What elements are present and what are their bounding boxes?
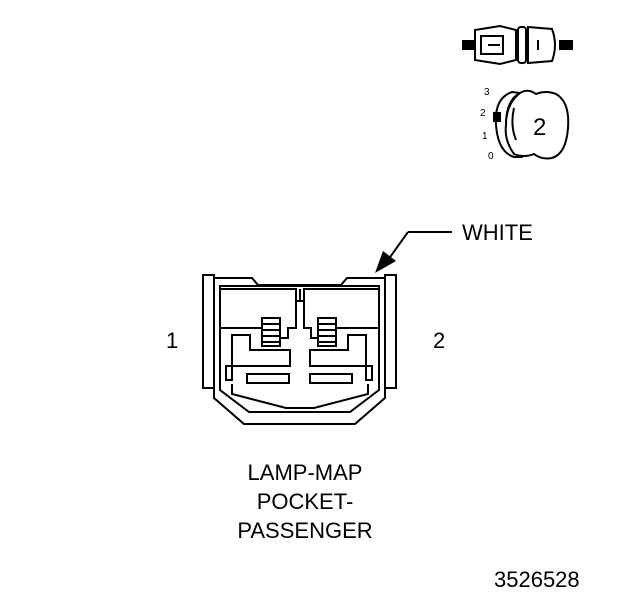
left-rail	[202, 274, 215, 389]
connector-body	[213, 277, 386, 425]
title-line-2: POCKET-	[256, 489, 354, 514]
title-line-3: PASSENGER	[237, 518, 373, 543]
slot-2	[309, 373, 353, 384]
connector-side-view-icon	[462, 24, 573, 66]
key-tick-1: 1	[482, 131, 488, 142]
key-tick-2: 2	[480, 108, 486, 119]
figure-number: 3526528	[494, 567, 580, 592]
connector-title: LAMP-MAP POCKET- PASSENGER	[200, 458, 410, 545]
cavity-2-lower	[309, 334, 373, 381]
color-leader	[375, 231, 452, 273]
terminal-key-icon	[493, 89, 570, 160]
cavity-1-upper	[219, 288, 297, 339]
cavity-1-lower	[225, 334, 291, 381]
inner-housing	[219, 285, 380, 413]
arrow-head-icon	[375, 251, 396, 273]
key-cavity-number: 2	[533, 114, 547, 141]
terminal-2-contacts	[317, 317, 337, 347]
right-rail	[384, 274, 397, 389]
color-label: WHITE	[462, 220, 533, 245]
cavity-2-upper	[303, 288, 380, 339]
connector-face	[202, 274, 397, 425]
title-line-1: LAMP-MAP	[247, 460, 363, 485]
slot-1	[246, 373, 290, 384]
pin-2-label: 2	[433, 328, 446, 353]
keyway	[231, 384, 369, 409]
key-tick-3: 3	[484, 87, 490, 98]
pin-1-label: 1	[166, 328, 179, 353]
key-tick-0: 0	[488, 151, 494, 162]
terminal-1-contacts	[261, 317, 281, 347]
